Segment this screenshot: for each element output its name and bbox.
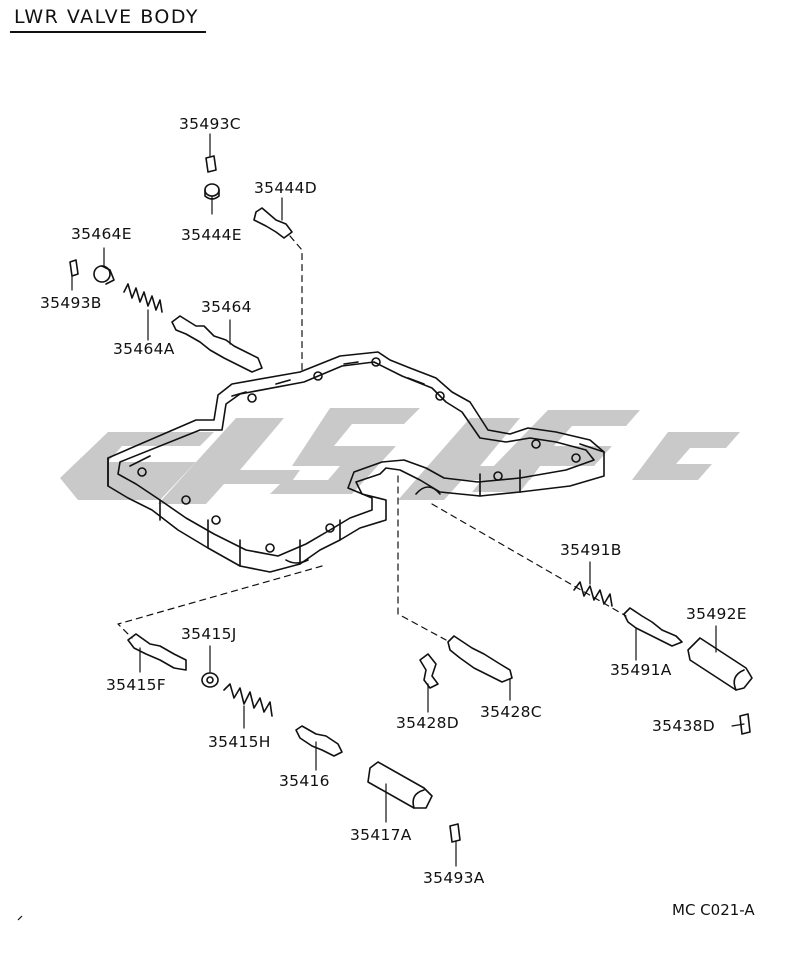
part-35417A-sleeve [367, 761, 433, 809]
label-35464E: 35464E [71, 225, 132, 243]
part-35428C-valve [447, 635, 513, 683]
label-35492E: 35492E [686, 605, 747, 623]
label-35493C: 35493C [179, 115, 241, 133]
label-35428C: 35428C [480, 703, 542, 721]
leader-lines [71, 133, 745, 867]
part-35491A-valve [623, 607, 683, 647]
part-35415F-valve [127, 633, 187, 671]
label-35415H: 35415H [208, 733, 271, 751]
part-35428D-clip [419, 653, 439, 689]
part-35464E-plug [93, 265, 115, 285]
label-35491B: 35491B [560, 541, 622, 559]
watermark-logo [60, 408, 740, 504]
label-35428D: 35428D [396, 714, 460, 732]
part-35493C-cap [205, 155, 217, 173]
part-35493B-pin [69, 259, 79, 277]
label-35444E: 35444E [181, 226, 242, 244]
label-35491A: 35491A [610, 661, 672, 679]
label-35493B: 35493B [40, 294, 102, 312]
part-35464A-spring [123, 283, 163, 313]
valve-body-casting [107, 351, 605, 573]
part-35416-valve [295, 725, 343, 757]
label-35417A: 35417A [350, 826, 412, 844]
part-35492E-sleeve [687, 637, 753, 691]
label-35415J: 35415J [181, 625, 237, 643]
label-35415F: 35415F [106, 676, 167, 694]
title-underline [10, 31, 206, 33]
part-35491B-spring [573, 581, 613, 607]
label-35444D: 35444D [254, 179, 318, 197]
part-35493A-pin [449, 823, 461, 843]
part-35415J-washer [201, 672, 219, 688]
corner-tick [17, 915, 23, 921]
part-35438D-pin [739, 713, 751, 735]
label-35438D: 35438D [652, 717, 716, 735]
label-35416: 35416 [279, 772, 330, 790]
label-35493A: 35493A [423, 869, 485, 887]
label-35464: 35464 [201, 298, 252, 316]
page-title: LWR VALVE BODY [14, 6, 200, 28]
part-35444D-valve [253, 207, 293, 239]
drawing-code: MC C021-A [672, 901, 755, 919]
part-35464-valve [171, 315, 263, 373]
label-35464A: 35464A [113, 340, 175, 358]
part-35415H-spring [223, 683, 273, 717]
